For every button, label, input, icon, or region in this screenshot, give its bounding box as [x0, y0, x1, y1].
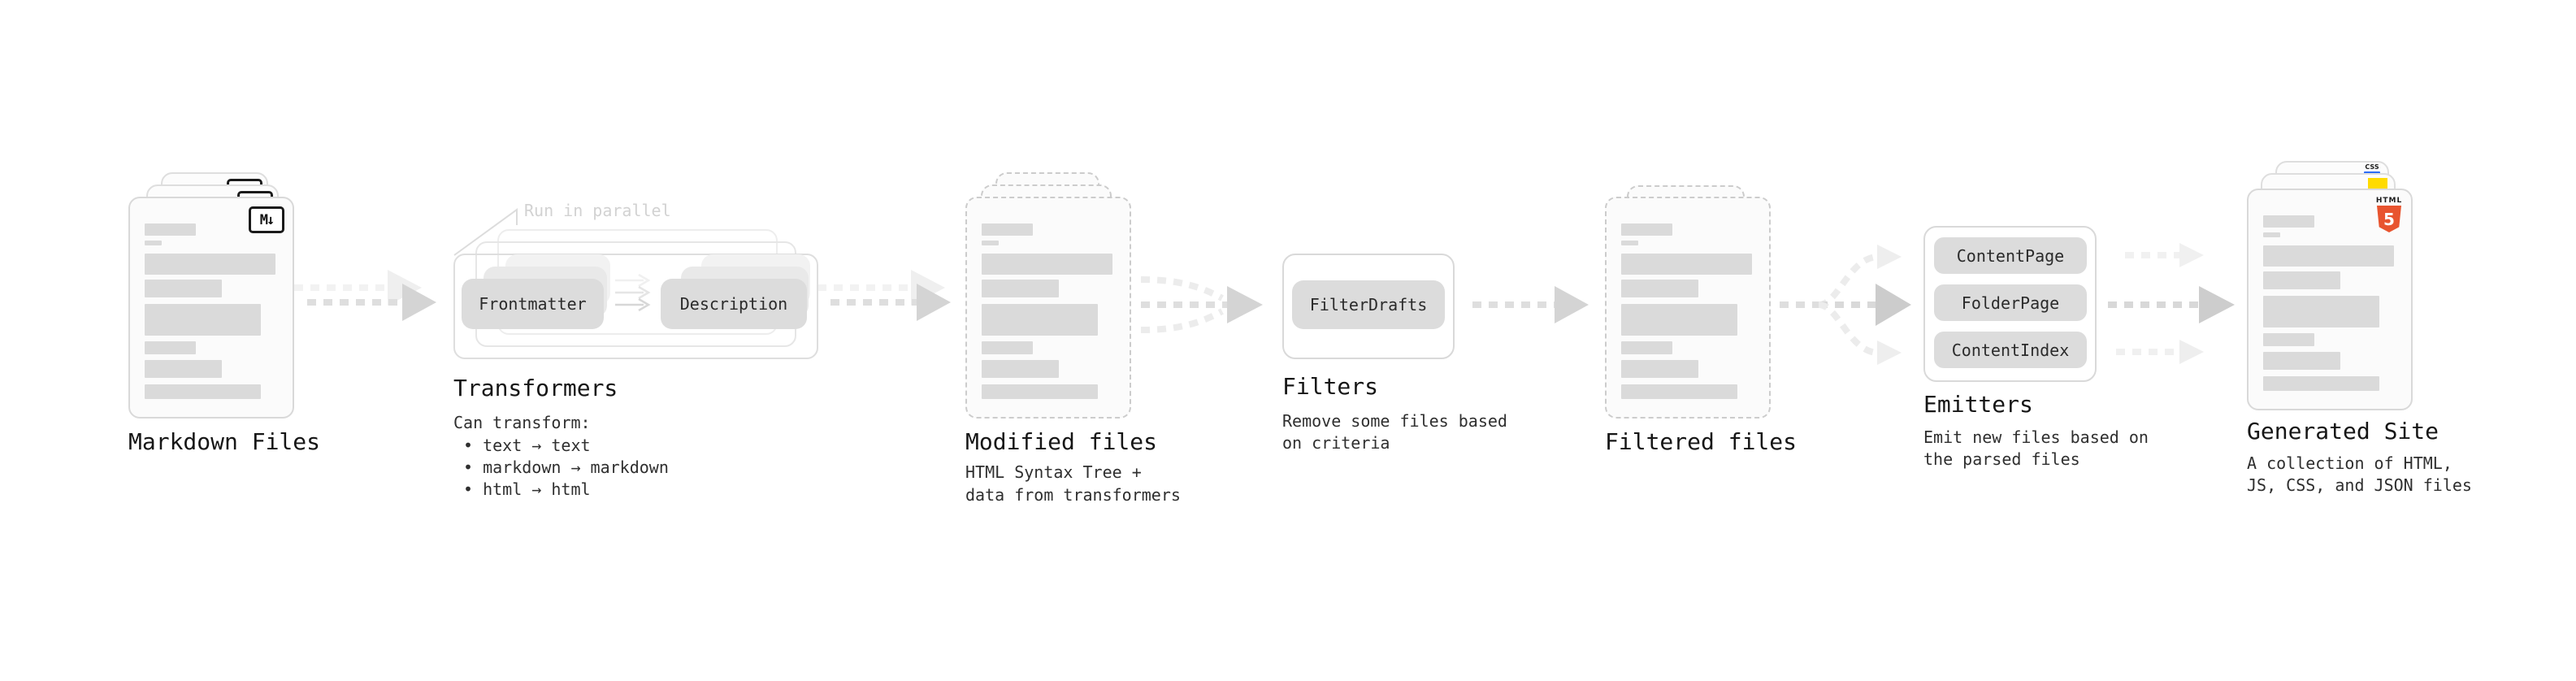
transformer-box-front: [453, 254, 818, 359]
placeholder-bar: [2263, 232, 2280, 237]
transformers-bullet: • markdown → markdown: [463, 458, 669, 477]
mini-arrowhead-icon: [638, 285, 651, 300]
placeholder-bar: [1621, 304, 1737, 336]
contentpage-pill: ContentPage: [1934, 237, 2087, 274]
modified-file-card: [965, 197, 1131, 419]
placeholder-bar: [145, 384, 261, 399]
placeholder-bar: [145, 223, 196, 236]
arrow-modified-to-filters: [1140, 276, 1263, 333]
folderpage-pill: FolderPage: [1934, 284, 2087, 321]
placeholder-bar: [2263, 296, 2379, 327]
filters-desc-line: Remove some files based: [1282, 411, 1507, 431]
html5-icon: HTML 5: [2375, 197, 2403, 232]
generated-html-card: HTML 5: [2247, 189, 2413, 410]
arrowhead-icon: [2179, 340, 2204, 364]
modified-files-title: Modified files: [965, 428, 1158, 455]
filters-title: Filters: [1282, 373, 1379, 400]
html5-icon-numeral: 5: [2383, 209, 2395, 229]
placeholder-bar: [2263, 352, 2340, 370]
markdown-icon: M↓: [249, 206, 284, 233]
placeholder-bar: [982, 360, 1059, 378]
transformers-bullet: • text → text: [463, 436, 591, 455]
placeholder-bar: [145, 360, 222, 378]
generated-site-title: Generated Site: [2247, 418, 2439, 445]
arrow-markdown-to-transformers: [307, 284, 436, 321]
placeholder-text-bars: [2263, 215, 2394, 391]
annotation-leader-line: [453, 208, 518, 256]
modified-files-desc-line: data from transformers: [965, 485, 1181, 505]
placeholder-bar: [1621, 360, 1698, 378]
transformers-title: Transformers: [453, 375, 618, 401]
placeholder-bar: [1621, 223, 1672, 236]
markdown-files-label: Markdown Files: [128, 428, 321, 455]
placeholder-bar: [1621, 384, 1737, 399]
description-pill: Description: [661, 279, 807, 329]
contentindex-pill: ContentIndex: [1934, 332, 2087, 368]
placeholder-bar: [145, 304, 261, 336]
modified-files-desc-line: HTML Syntax Tree +: [965, 462, 1142, 482]
filtered-files-title: Filtered files: [1605, 428, 1798, 455]
generated-site-desc-line: JS, CSS, and JSON files: [2247, 475, 2472, 495]
placeholder-bar: [2263, 333, 2314, 346]
generated-site-desc-line: A collection of HTML,: [2247, 453, 2452, 473]
placeholder-bar: [2263, 215, 2314, 228]
parallel-step-arrows: [615, 273, 651, 312]
emitters-desc-line: Emit new files based on: [1923, 427, 2149, 447]
filters-desc-line: on criteria: [1282, 433, 1390, 453]
arrowhead-icon: [1876, 284, 1911, 326]
placeholder-bar: [982, 254, 1112, 275]
placeholder-bar: [982, 384, 1098, 399]
arrow-transformers-to-modified: [830, 284, 951, 321]
arrowhead-icon: [402, 284, 436, 321]
arrowhead-icon: [1227, 286, 1263, 323]
placeholder-text-bars: [982, 223, 1112, 399]
emitters-title: Emitters: [1923, 391, 2033, 418]
placeholder-bar: [145, 241, 162, 245]
arrow-emitters-to-generated: [2108, 243, 2235, 364]
arrowhead-icon: [917, 284, 951, 321]
html5-icon-label: HTML: [2375, 197, 2403, 205]
arrowhead-icon: [1877, 340, 1902, 365]
placeholder-text-bars: [1621, 223, 1752, 399]
css-icon-label: CSS: [2365, 163, 2379, 171]
javascript-icon: [2368, 178, 2387, 190]
placeholder-bar: [1621, 254, 1752, 275]
placeholder-bar: [982, 280, 1059, 297]
placeholder-bar: [145, 341, 196, 354]
arrowhead-icon: [1555, 286, 1589, 323]
run-in-parallel-annotation: Run in parallel: [524, 201, 671, 220]
arrowhead-icon: [1877, 245, 1902, 269]
placeholder-bar: [2263, 245, 2394, 267]
placeholder-bar: [2263, 271, 2340, 289]
placeholder-bar: [1621, 280, 1698, 297]
placeholder-bar: [145, 280, 222, 297]
split-curve-bottom: [1818, 301, 1878, 356]
filtered-file-card: [1605, 197, 1771, 419]
placeholder-text-bars: [145, 223, 275, 399]
placeholder-bar: [1621, 241, 1638, 245]
placeholder-bar: [145, 254, 275, 275]
transformers-bullet: • html → html: [463, 479, 591, 499]
arrow-filters-to-filtered: [1472, 286, 1589, 323]
emitters-desc-line: the parsed files: [1923, 449, 2080, 469]
mini-arrowhead-icon: [638, 273, 651, 288]
arrowhead-icon: [2199, 286, 2235, 323]
html5-icon-shield: 5: [2377, 206, 2401, 232]
placeholder-bar: [2263, 376, 2379, 391]
arrow-filtered-to-emitters: [1780, 245, 1911, 365]
markdown-file-card: M↓: [128, 197, 294, 419]
placeholder-bar: [982, 241, 999, 245]
frontmatter-pill: Frontmatter: [462, 279, 604, 329]
placeholder-bar: [1621, 341, 1672, 354]
transformers-subtitle: Can transform:: [453, 413, 591, 432]
arrowhead-icon: [2179, 243, 2204, 267]
placeholder-bar: [982, 304, 1098, 336]
mini-arrowhead-icon: [638, 297, 651, 312]
placeholder-bar: [982, 223, 1033, 236]
placeholder-bar: [982, 341, 1033, 354]
filterdrafts-pill: FilterDrafts: [1292, 280, 1445, 329]
